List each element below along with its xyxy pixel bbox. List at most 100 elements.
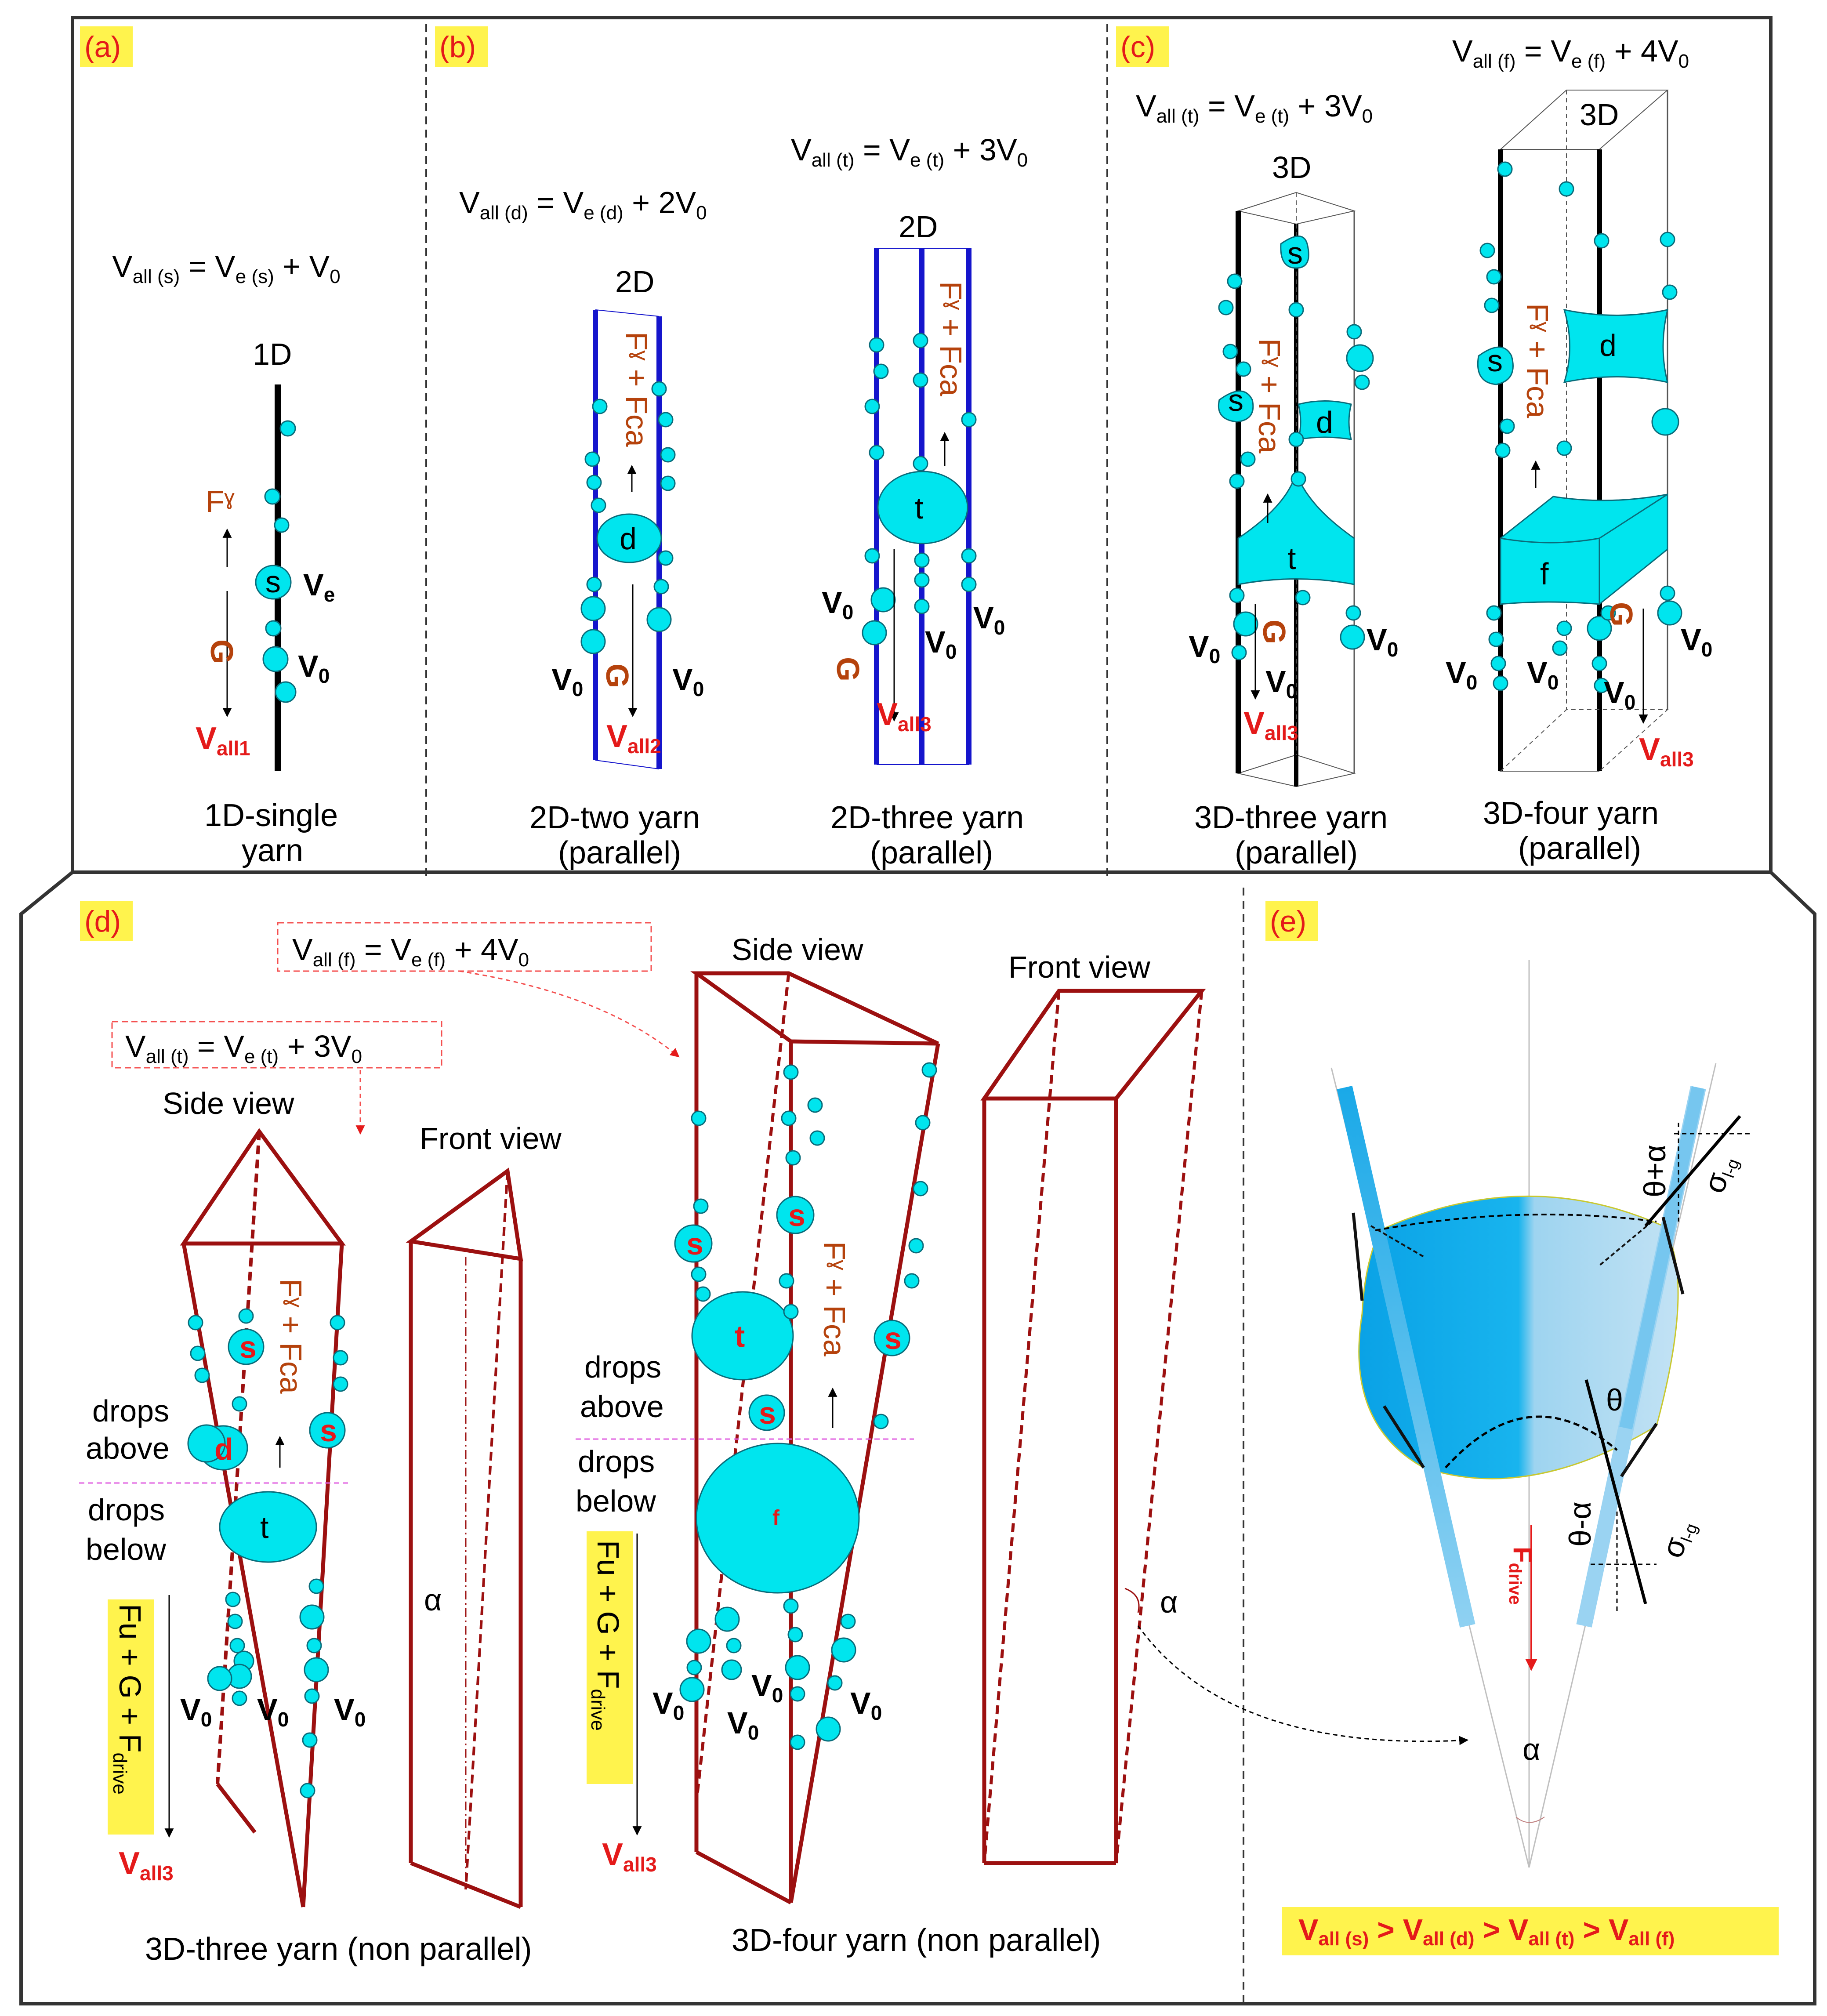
svg-text:1D-single: 1D-single [204,798,338,833]
svg-text:(a): (a) [84,30,121,64]
svg-text:(c): (c) [1120,30,1155,64]
svg-text:Fˠ + Fca: Fˠ + Fca [274,1279,308,1394]
svg-text:Fdrive: Fdrive [1505,1547,1537,1605]
panel-b-three: Vall (t) = Ve (t) + 3V0 2D t Fˠ + Fca G … [791,133,1028,870]
svg-text:s: s [239,1330,257,1364]
svg-text:Vall2: Vall2 [606,719,661,758]
drop-d-b [596,513,662,563]
svg-text:Fˠ + Fca: Fˠ + Fca [817,1241,852,1356]
svg-text:d: d [1599,328,1617,363]
svg-text:G: G [1256,620,1291,644]
svg-text:G: G [204,639,239,664]
svg-text:V0: V0 [751,1668,783,1707]
svg-text:θ-α: θ-α [1563,1501,1597,1547]
svg-text:Front view: Front view [1008,950,1150,984]
svg-text:V0: V0 [1367,623,1398,661]
svg-text:(parallel): (parallel) [1518,831,1641,866]
svg-text:V0: V0 [1527,656,1559,694]
drop-t-c [1237,470,1355,585]
svg-text:θ: θ [1606,1383,1623,1417]
panel-b-two: Vall (d) = Ve (d) + 2V0 2D d Fˠ + Fca G … [459,185,707,870]
drop-between-yarns [1358,1195,1679,1479]
svg-text:(parallel): (parallel) [1235,835,1358,870]
svg-text:d: d [214,1432,233,1466]
svg-text:below: below [576,1484,656,1518]
svg-text:Vall3: Vall3 [602,1837,657,1876]
svg-text:V0: V0 [822,585,853,624]
svg-text:s: s [1487,344,1503,378]
svg-text:Vall3: Vall3 [1243,706,1298,744]
frame-bottom [19,870,1816,2005]
svg-text:above: above [86,1431,170,1465]
svg-text:3D-four yarn (non parallel): 3D-four yarn (non parallel) [732,1923,1101,1958]
svg-text:Vall (t) = Ve (t) + 3V0: Vall (t) = Ve (t) + 3V0 [1136,89,1373,127]
svg-text:G: G [1603,602,1638,627]
svg-text:V0: V0 [1681,623,1712,661]
svg-text:V0: V0 [1446,656,1477,694]
svg-text:drops: drops [578,1444,655,1479]
drop-s-a [255,565,292,600]
svg-text:2D-two yarn: 2D-two yarn [529,800,700,835]
svg-text:Vall (t) = Ve (t) + 3V0: Vall (t) = Ve (t) + 3V0 [125,1029,362,1067]
svg-text:Side view: Side view [163,1086,294,1120]
panel-tag-d: (d) [80,901,133,941]
panel-tag-b: (b) [435,26,488,67]
svg-text:Fˠ + Fca: Fˠ + Fca [620,332,654,447]
svg-text:yarn: yarn [242,833,303,868]
svg-text:V0: V0 [180,1693,212,1731]
svg-text:below: below [86,1532,166,1566]
svg-text:V0: V0 [672,662,704,700]
svg-text:3D-four yarn: 3D-four yarn [1483,796,1659,831]
svg-text:V0: V0 [257,1693,289,1731]
svg-text:3D: 3D [1580,98,1619,132]
svg-text:V0: V0 [652,1686,684,1724]
svg-text:V0: V0 [1265,664,1297,703]
svg-text:t: t [260,1510,268,1545]
panel-tag-c: (c) [1116,26,1169,67]
svg-text:Fu + G + Fdrive: Fu + G + Fdrive [587,1540,625,1731]
svg-text:V0: V0 [850,1686,882,1724]
svg-text:V0: V0 [1604,675,1635,714]
svg-text:V0: V0 [925,625,957,663]
svg-text:s: s [320,1414,337,1448]
svg-text:Vall1: Vall1 [196,721,250,760]
svg-text:s: s [1228,383,1243,417]
svg-text:s: s [265,565,281,599]
svg-text:s: s [884,1321,902,1356]
panel-c-four: Vall (f) = Ve (f) + 4V0 3D f d s Fˠ + Fc… [1446,34,1712,866]
panel-a: Vall (s) = Ve (s) + V0 1D s Fˠ G Ve V0 V… [112,249,341,868]
svg-text:Front view: Front view [420,1121,562,1156]
svg-text:(d): (d) [84,905,121,938]
drop-t-b [877,471,968,544]
svg-text:drops: drops [88,1493,165,1527]
equation-a: Vall (s) = Ve (s) + V0 [112,249,341,287]
svg-text:Fu + G + Fdrive: Fu + G + Fdrive [109,1604,147,1795]
svg-text:3D: 3D [1272,150,1311,185]
svg-text:s: s [788,1198,805,1233]
svg-text:α: α [424,1583,442,1617]
drop-f-d [696,1443,860,1594]
panel-c-three: Vall (t) = Ve (t) + 3V0 3D t s s d Fˠ + … [1136,89,1398,870]
svg-text:f: f [772,1506,780,1530]
svg-text:drops: drops [584,1350,661,1384]
svg-text:Vall3: Vall3 [119,1846,174,1885]
svg-text:(parallel): (parallel) [558,835,681,870]
svg-text:V0: V0 [1189,629,1220,667]
dim-label-a: 1D [253,337,292,371]
svg-text:Vall (f) = Ve (f) + 4V0: Vall (f) = Ve (f) + 4V0 [1452,34,1689,72]
svg-text:t: t [915,491,923,525]
svg-text:s: s [686,1227,703,1261]
svg-text:V0: V0 [551,662,583,700]
svg-text:Vall (d) = Ve (d) + 2V0: Vall (d) = Ve (d) + 2V0 [459,185,707,224]
panel-d: Vall (f) = Ve (f) + 4V0 Vall (t) = Ve (t… [79,922,1469,1967]
svg-text:d: d [1316,405,1333,439]
panel-e: α θ+α σl-g θ θ-α σl-g Fdrive Vall (s) > … [1282,960,1779,1955]
svg-text:Fˠ: Fˠ [206,484,235,519]
svg-text:α: α [1160,1585,1178,1619]
svg-text:Vall (s) > Vall (d) > Vall (t): Vall (s) > Vall (d) > Vall (t) > Vall (f… [1298,1913,1675,1950]
svg-text:Fˠ + Fca: Fˠ + Fca [934,281,968,396]
svg-text:σl-g: σl-g [1655,1515,1701,1563]
svg-text:Side view: Side view [732,932,863,967]
svg-text:3D-three yarn: 3D-three yarn [1194,800,1388,835]
